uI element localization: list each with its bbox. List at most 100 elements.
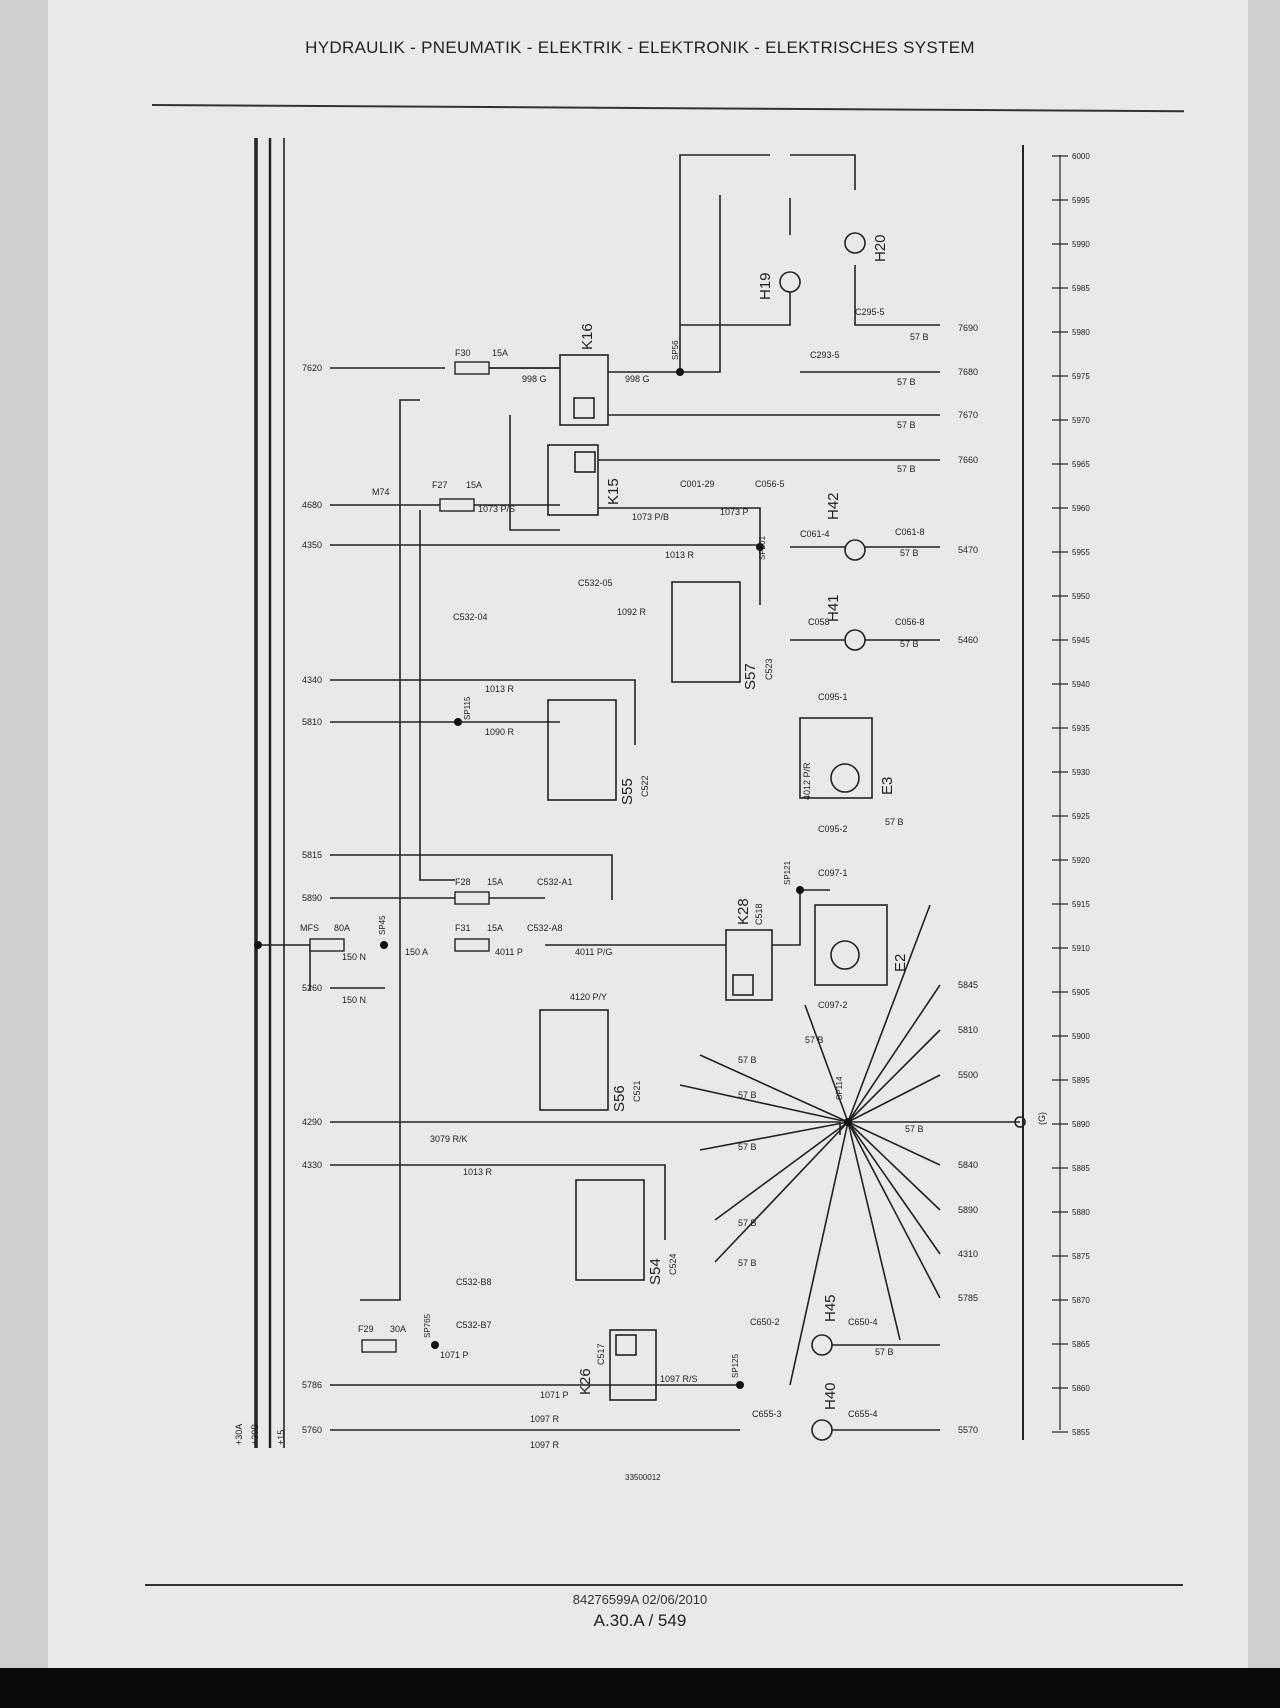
ruler-tick-label: 5945 — [1072, 636, 1090, 645]
fuse-rating-mfs: 80A — [334, 923, 350, 933]
splice-sp114: SP114 — [835, 1076, 844, 1100]
conn-c532-a8: C532-A8 — [527, 923, 563, 933]
conn-c001-29: C001-29 — [680, 479, 715, 489]
conn-c293-5: C293-5 — [810, 350, 840, 360]
ruler-tick-label: 5955 — [1072, 548, 1090, 557]
ruler-tick-label: 5965 — [1072, 460, 1090, 469]
wire-3079rk: 3079 R/K — [430, 1134, 468, 1144]
footer-rule — [145, 1584, 1183, 1586]
wire-57b-11: 57 B — [738, 1142, 757, 1152]
conn-c650-2: C650-2 — [750, 1317, 780, 1327]
ruler-tick-label: 5995 — [1072, 196, 1090, 205]
wire-1073p: 1073 P — [720, 507, 749, 517]
wire-57b-4: 57 B — [910, 332, 929, 342]
conn-c058: C058 — [808, 617, 830, 627]
conn-c532-05: C532-05 — [578, 578, 613, 588]
lamp-h40 — [811, 1419, 833, 1441]
label-s57: S57 — [742, 663, 759, 690]
ruler-tick-label: 5950 — [1072, 592, 1090, 601]
splice-sp765: SP765 — [423, 1313, 432, 1338]
wire-57b-12: 57 B — [738, 1218, 757, 1228]
ruler-tick-label: 5935 — [1072, 724, 1090, 733]
ruler-tick-label: 5880 — [1072, 1208, 1090, 1217]
label-k15: K15 — [605, 478, 622, 505]
wire-57b-1: 57 B — [897, 377, 916, 387]
relay-k26 — [609, 1329, 657, 1401]
right-ref-label: 5840 — [958, 1160, 978, 1170]
code-c523: C523 — [764, 658, 774, 680]
schematic-page — [48, 0, 1248, 1668]
label-s54: S54 — [647, 1258, 664, 1285]
right-ref-label: 5890 — [958, 1205, 978, 1215]
right-ref-label: 7690 — [958, 323, 978, 333]
wire-1071p: 1071 P — [440, 1350, 469, 1360]
wire-1013r-3: 1013 R — [463, 1167, 493, 1177]
wire-4011p: 4011 P — [495, 947, 523, 957]
wire-1092r: 1092 R — [617, 607, 647, 617]
footer-doc-id: 84276599A 02/06/2010 — [572, 1592, 708, 1607]
wire-998g-2: 998 G — [625, 374, 650, 384]
page-header: HYDRAULIK - PNEUMATIK - ELEKTRIK - ELEKT… — [305, 38, 975, 57]
relay-k15 — [547, 444, 599, 516]
lamp-h19 — [779, 271, 801, 293]
left-ref-label: 7620 — [302, 363, 322, 373]
ruler-tick-label: 5855 — [1072, 1428, 1090, 1437]
left-reference-labels: 7620468043504340581058155890526042904330… — [302, 363, 322, 1435]
switch-s57 — [671, 581, 741, 683]
right-ref-label: 4310 — [958, 1249, 978, 1259]
fuse-f27 — [439, 498, 475, 512]
wire-57b-8: 57 B — [805, 1035, 824, 1045]
diagram-id: 33500012 — [625, 1473, 661, 1482]
wire-57b-5: 57 B — [900, 548, 919, 558]
ruler-tick-label: 5900 — [1072, 1032, 1090, 1041]
wire-1097rs: 1097 R/S — [660, 1374, 698, 1384]
conn-c056-5: C056-5 — [755, 479, 785, 489]
wire-1097r-2: 1097 R — [530, 1440, 560, 1450]
right-ref-label: 5470 — [958, 545, 978, 555]
fuse-label-f30: F30 — [455, 348, 471, 358]
ground-terminal — [1014, 1116, 1026, 1128]
wire-57b-9: 57 B — [738, 1055, 757, 1065]
splice-sp125: SP125 — [731, 1353, 740, 1378]
code-c522: C522 — [640, 775, 650, 797]
wire-4012pr: 4012 P/R — [802, 762, 812, 800]
ruler-tick-label: 5870 — [1072, 1296, 1090, 1305]
left-ref-label: 4350 — [302, 540, 322, 550]
wire-57b-7: 57 B — [885, 817, 904, 827]
right-ref-label: 5500 — [958, 1070, 978, 1080]
splice-sp121: SP121 — [783, 860, 792, 885]
wire-57b-13: 57 B — [738, 1258, 757, 1268]
motor-e2 — [830, 940, 860, 970]
left-ref-label: 5786 — [302, 1380, 322, 1390]
fuse-rating-f28: 15A — [487, 877, 503, 887]
conn-c095-1: C095-1 — [818, 692, 848, 702]
wire-4120py: 4120 P/Y — [570, 992, 607, 1002]
fuse-f31 — [454, 938, 490, 952]
ground-star — [679, 904, 1020, 1386]
wire-57b-3: 57 B — [897, 464, 916, 474]
ruler-tick-label: 5910 — [1072, 944, 1090, 953]
wire-998g: 998 G — [522, 374, 547, 384]
fuse-label-f27: F27 — [432, 480, 448, 490]
ruler-tick-label: 5905 — [1072, 988, 1090, 997]
lamp-h42 — [844, 539, 866, 561]
wire-1013r-2: 1013 R — [485, 684, 515, 694]
conn-c532-04: C532-04 — [453, 612, 488, 622]
ruler-tick-label: 5985 — [1072, 284, 1090, 293]
right-ref-label: 5845 — [958, 980, 978, 990]
fuse-label-f29: F29 — [358, 1324, 374, 1334]
conn-c095-2: C095-2 — [818, 824, 848, 834]
label-k16: K16 — [579, 323, 596, 350]
label-s56: S56 — [611, 1085, 628, 1112]
rail-label-30b: +30B — [250, 1424, 260, 1445]
wire-m74: M74 — [372, 487, 390, 497]
right-reference-labels: 7690768076707660547054605845581055005840… — [958, 323, 978, 1435]
left-ref-label: 5760 — [302, 1425, 322, 1435]
ruler-tick-label: 5960 — [1072, 504, 1090, 513]
left-ref-label: 5890 — [302, 893, 322, 903]
left-ref-label: 4330 — [302, 1160, 322, 1170]
wire-150a: 150 A — [405, 947, 428, 957]
fuse-rating-f31: 15A — [487, 923, 503, 933]
label-h20: H20 — [872, 234, 889, 262]
